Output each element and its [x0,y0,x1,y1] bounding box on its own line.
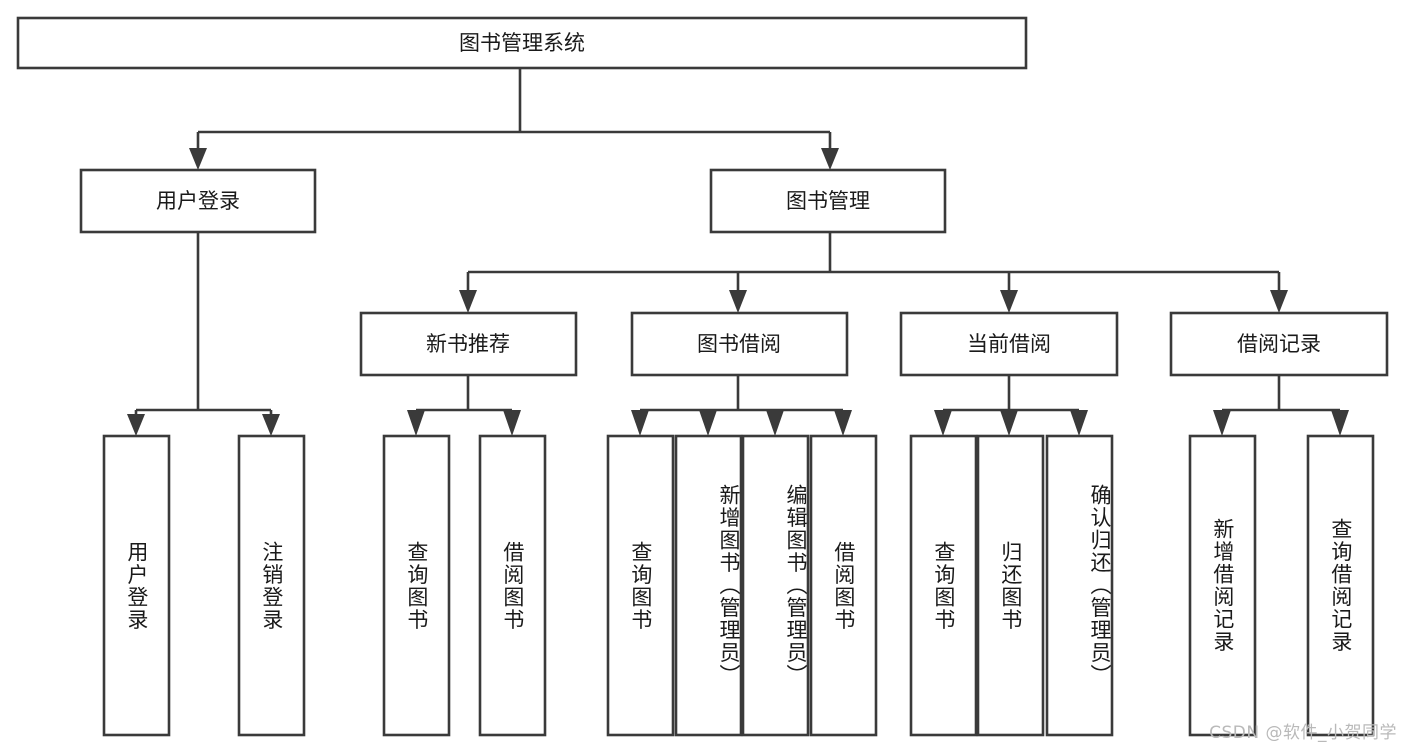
node-new-book-rec-box[interactable] [359,311,578,377]
connector-group [127,68,1349,436]
leaf-box-query-book-3[interactable] [909,434,978,737]
leaf-box-edit-book[interactable] [741,434,810,737]
leaf-box-borrow-book-2[interactable] [809,434,878,737]
arrow-to-borrow-record [1270,290,1288,313]
node-user-login-box[interactable] [79,168,317,234]
leaf-box-add-record[interactable] [1188,434,1257,737]
leaf-box-user-login[interactable] [102,434,171,737]
arrow-leaf-edit-book [766,410,784,436]
node-root[interactable]: 图书管理系统 [16,16,1028,70]
arrow-leaf-query-book-2 [631,410,649,436]
node-book-borrow-box[interactable] [630,311,849,377]
arrow-leaf-query-book-3 [934,410,952,436]
arrow-leaf-logout [262,414,280,436]
csdn-watermark: CSDN @软件_小贺同学 [1209,723,1397,743]
arrow-to-user-login [189,148,207,170]
arrow-leaf-query-record [1331,410,1349,436]
node-book-borrow-label: 图书借阅 [697,332,781,356]
node-borrow-record[interactable]: 借阅记录 [1169,311,1389,377]
arrow-leaf-borrow-book-2 [834,410,852,436]
arrow-to-book-manage [821,148,839,170]
node-new-book-rec[interactable]: 新书推荐 [359,311,578,377]
leaf-box-add-book[interactable] [674,434,743,737]
node-current-borrow-box[interactable] [899,311,1119,377]
leaf-box-logout[interactable] [237,434,306,737]
arrow-leaf-add-book [699,410,717,436]
node-borrow-record-label: 借阅记录 [1237,332,1321,356]
node-current-borrow[interactable]: 当前借阅 [899,311,1119,377]
node-new-book-rec-label: 新书推荐 [426,332,510,356]
arrow-leaf-confirm-return [1070,410,1088,436]
arrow-leaf-return-book [1000,410,1018,436]
leaf-box-confirm-return[interactable] [1045,434,1114,737]
arrow-to-book-borrow [729,290,747,313]
leaf-box-return-book[interactable] [976,434,1045,737]
node-book-borrow[interactable]: 图书借阅 [630,311,849,377]
leaf-box-borrow-book-1[interactable] [478,434,547,737]
node-root-label: 图书管理系统 [459,31,585,55]
arrow-to-new-book-rec [459,290,477,313]
arrow-leaf-query-book-1 [407,410,425,436]
node-user-login[interactable]: 用户登录 [79,168,317,234]
node-current-borrow-label: 当前借阅 [967,332,1051,356]
node-book-manage[interactable]: 图书管理 [709,168,947,234]
node-user-login-label: 用户登录 [156,189,240,213]
node-root-box[interactable] [16,16,1028,70]
leaf-box-query-record[interactable] [1306,434,1375,737]
leaf-box-query-book-1[interactable] [382,434,451,737]
arrow-leaf-add-record [1213,410,1231,436]
node-borrow-record-box[interactable] [1169,311,1389,377]
arrow-leaf-borrow-book-1 [503,410,521,436]
arrow-to-current-borrow [1000,290,1018,313]
arrow-leaf-user-login [127,414,145,436]
node-book-manage-box[interactable] [709,168,947,234]
leaf-box-query-book-2[interactable] [606,434,675,737]
node-book-manage-label: 图书管理 [786,189,870,213]
leaf-box-group [102,434,1375,737]
